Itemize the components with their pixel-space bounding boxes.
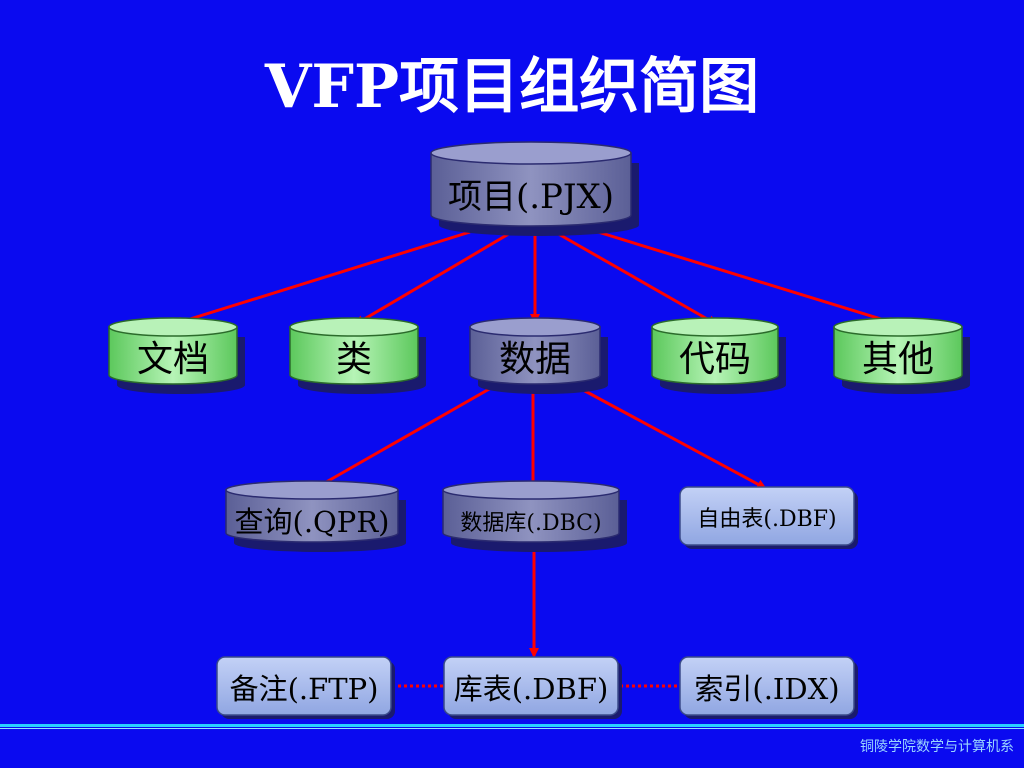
cylinder-other [833, 317, 970, 394]
box-index [679, 656, 858, 719]
node-class-label: 类 [335, 339, 372, 380]
node-project-label: 项目(.PJX) [447, 176, 615, 217]
node-data-label: 数据 [498, 339, 571, 380]
node-index-label: 索引(.IDX) [694, 672, 840, 706]
arrow-data-query [312, 382, 499, 491]
cylinder-project [430, 141, 639, 236]
footer-divider [0, 724, 1024, 727]
node-database-label: 数据库(.DBC) [460, 511, 602, 536]
arrow-project-code [554, 230, 718, 326]
node-memo-label: 备注(.FTP) [229, 672, 379, 706]
cylinder-data [469, 317, 608, 394]
box-memo [216, 656, 395, 719]
cylinder-doc [108, 317, 245, 394]
arrow-project-class [354, 230, 513, 326]
arrows-level2 [312, 382, 767, 658]
cylinder-query [225, 480, 406, 552]
arrow-project-doc [172, 230, 471, 327]
arrow-data-freetable [571, 382, 767, 490]
node-code-label: 代码 [678, 339, 751, 380]
cylinder-class [289, 317, 426, 394]
box-dbtable [443, 656, 622, 719]
node-query-label: 查询(.QPR) [234, 505, 390, 539]
arrow-project-other [597, 230, 899, 327]
node-doc-label: 文档 [136, 339, 209, 380]
page-title: VFP项目组织简图 [264, 52, 760, 122]
box-freetable [679, 486, 858, 549]
cylinder-code [651, 317, 786, 394]
arrows-level1 [172, 230, 899, 327]
node-other-label: 其他 [861, 339, 934, 380]
node-dbtable-label: 库表(.DBF) [453, 672, 609, 706]
cylinder-database [442, 480, 627, 552]
node-freetable-label: 自由表(.DBF) [697, 507, 837, 532]
footer-text: 铜陵学院数学与计算机系 [860, 739, 1014, 755]
footer-divider-thin [0, 728, 1024, 729]
